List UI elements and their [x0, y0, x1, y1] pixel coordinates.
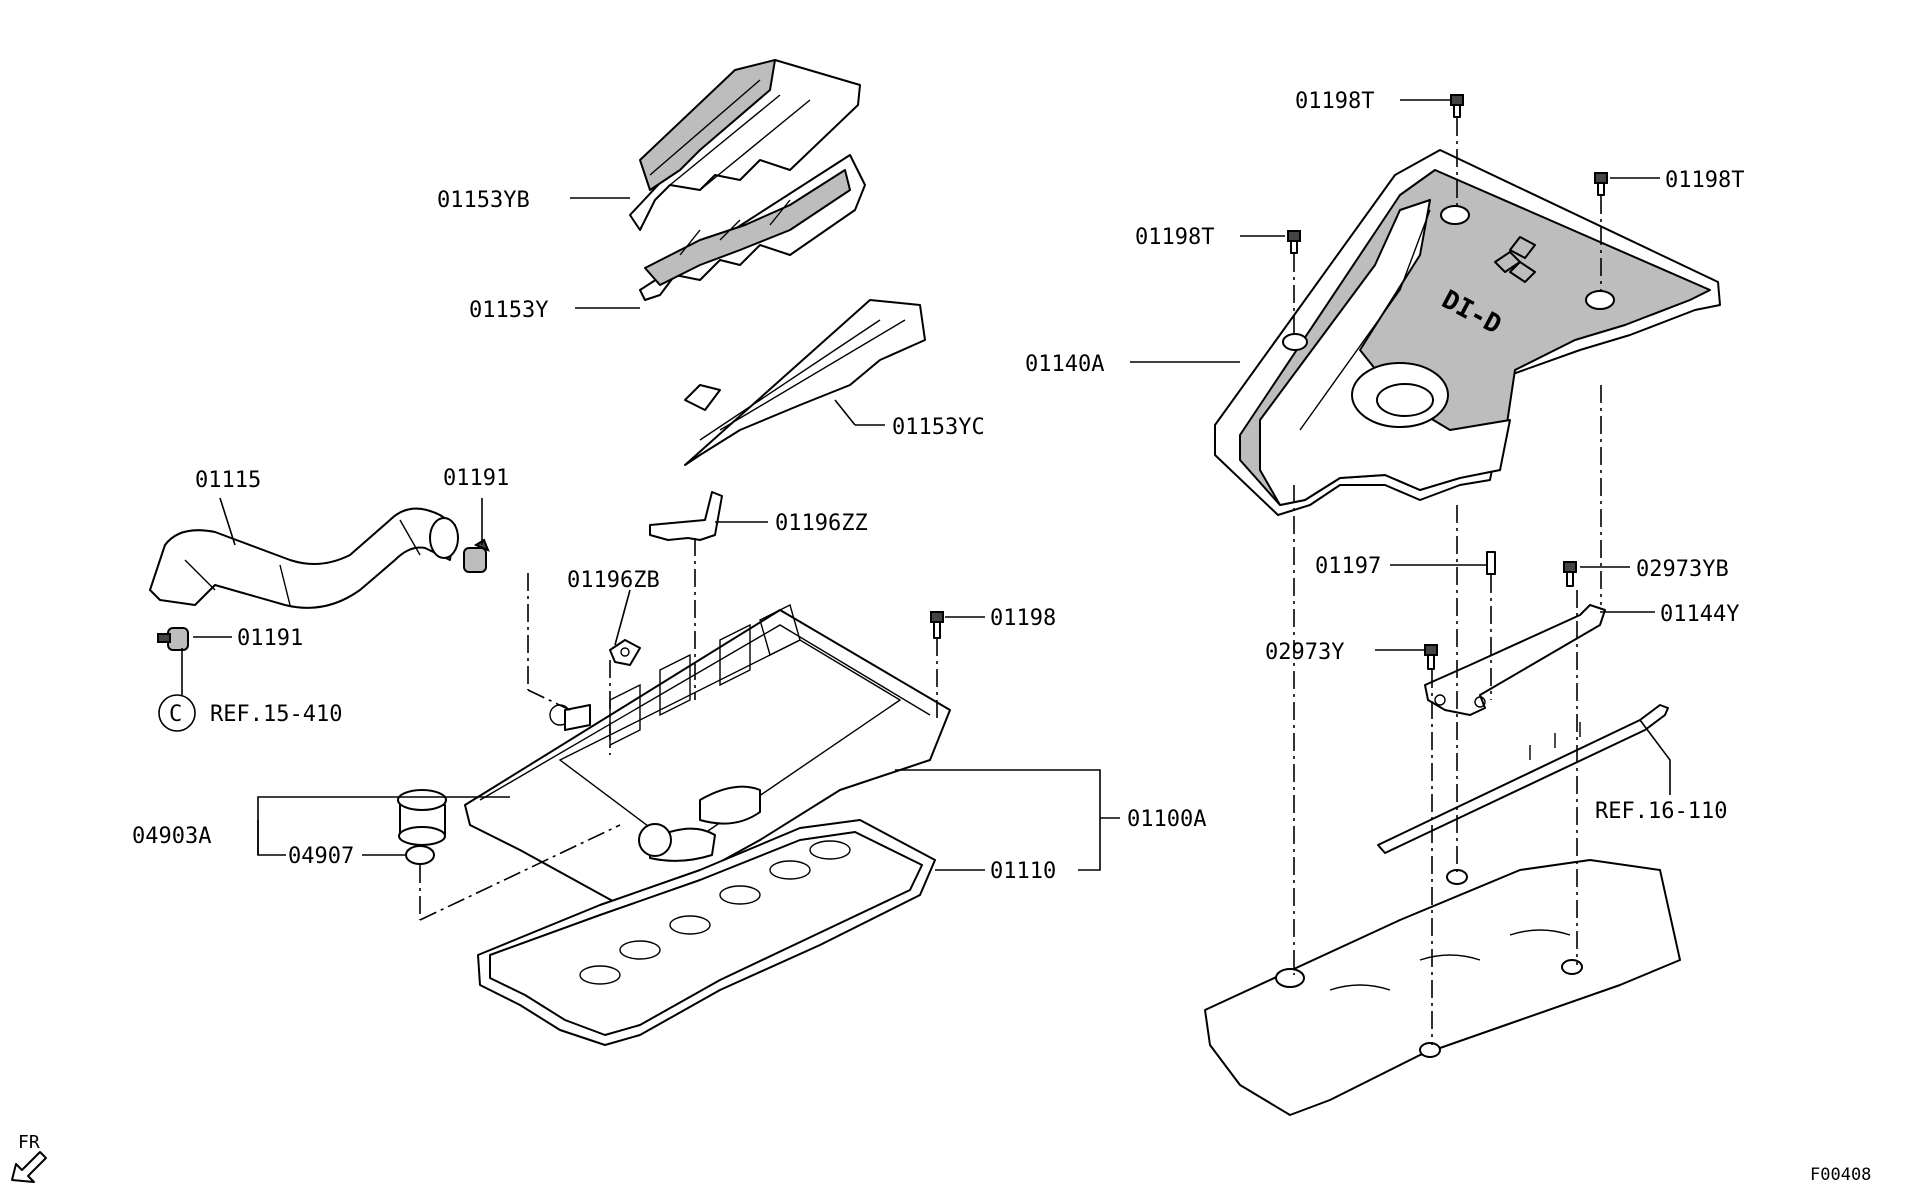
callout-01191-left: 01191 [237, 626, 303, 651]
callout-01196ZZ: 01196ZZ [775, 511, 868, 536]
ref-circle-c: C [158, 694, 196, 732]
callout-02973Y: 02973Y [1265, 640, 1344, 665]
hose-clamp-01191-left [157, 627, 189, 651]
callout-01191-top: 01191 [443, 466, 509, 491]
front-arrow-icon [11, 1151, 47, 1183]
leader-lines-right [1130, 99, 1671, 1045]
callout-04903A: 04903A [132, 824, 211, 849]
callout-01198T-right: 01198T [1665, 168, 1744, 193]
callout-01198: 01198 [990, 606, 1056, 631]
bracket-01196ZZ [649, 491, 723, 541]
callout-01153YB: 01153YB [437, 188, 530, 213]
bolt-01198T-top [1450, 94, 1464, 118]
oil-filler-cap-04903A [397, 789, 447, 846]
oil-cap-gasket-04907 [405, 845, 435, 865]
heat-shield-01153YC [684, 299, 926, 466]
leader-lines-left [181, 197, 1120, 921]
bolt-02973Y [1424, 644, 1438, 670]
gasket-01110 [477, 819, 936, 1046]
bracket-01144Y [1424, 604, 1606, 716]
heat-shield-01153YB [629, 59, 861, 231]
ref-circle-letter: C [169, 702, 182, 727]
callout-01153Y: 01153Y [469, 298, 548, 323]
callout-ref-16-110: REF.16-110 [1595, 799, 1727, 824]
bracket-01196ZB [609, 639, 641, 666]
mitsubishi-logo-icon [1494, 236, 1536, 283]
bolt-01198 [930, 611, 944, 639]
callout-02973YB: 02973YB [1636, 557, 1729, 582]
callout-01153YC: 01153YC [892, 415, 985, 440]
engine-cover-01140A: DI-D [1214, 149, 1721, 516]
front-marker: FR [11, 1132, 47, 1183]
callout-01115: 01115 [195, 468, 261, 493]
front-marker-label: FR [18, 1132, 40, 1153]
callout-01198T-top: 01198T [1295, 89, 1374, 114]
callout-04907: 04907 [288, 844, 354, 869]
callout-01198T-left: 01198T [1135, 225, 1214, 250]
callout-01144Y: 01144Y [1660, 602, 1739, 627]
callout-01110: 01110 [990, 859, 1056, 884]
heat-shield-01153Y [639, 154, 866, 301]
breather-hose-01115 [149, 507, 459, 609]
dipstick-guide-ref-16-110 [1377, 704, 1669, 854]
hose-clamp-01191-top [463, 538, 490, 573]
bolt-01198T-right [1594, 172, 1608, 196]
cylinder-head-outline [1204, 859, 1681, 1116]
callout-ref-15-410: REF.15-410 [210, 702, 342, 727]
stud-01197 [1486, 551, 1496, 575]
callout-01196ZB: 01196ZB [567, 568, 660, 593]
callout-01197: 01197 [1315, 554, 1381, 579]
bolt-02973YB [1563, 561, 1577, 587]
callout-01100A: 01100A [1127, 807, 1206, 832]
callout-01140A: 01140A [1025, 352, 1104, 377]
rocker-cover-01100A [464, 603, 951, 906]
figure-id: F00408 [1810, 1165, 1871, 1185]
bolt-01198T-left [1287, 230, 1301, 254]
